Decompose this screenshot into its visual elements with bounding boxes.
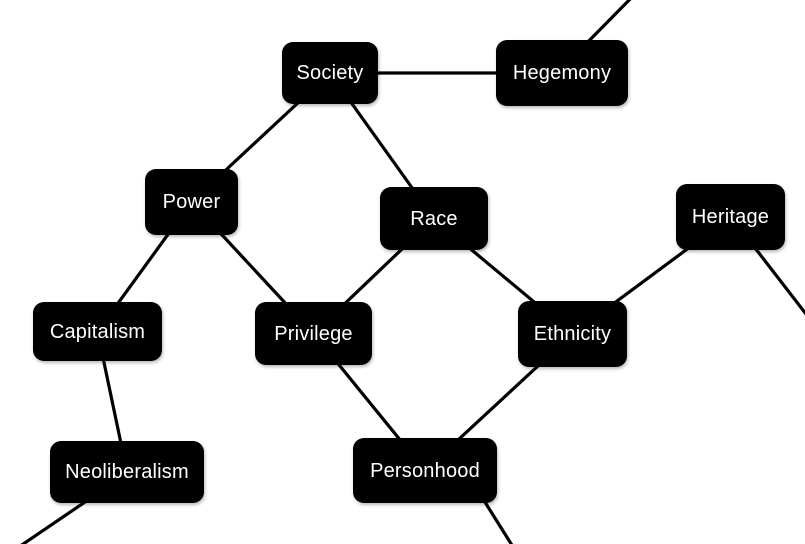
node-capitalism[interactable]: Capitalism <box>33 302 162 361</box>
node-label-capitalism: Capitalism <box>49 320 146 343</box>
node-race[interactable]: Race <box>380 187 488 250</box>
node-label-privilege: Privilege <box>274 322 353 345</box>
node-label-heritage: Heritage <box>691 206 770 228</box>
node-label-race: Race <box>410 207 458 230</box>
node-neoliberalism[interactable]: Neoliberalism <box>50 441 204 503</box>
node-label-personhood: Personhood <box>370 459 480 482</box>
node-label-hegemony: Hegemony <box>512 62 612 84</box>
node-label-society: Society <box>296 62 364 84</box>
node-personhood[interactable]: Personhood <box>353 438 497 503</box>
node-label-neoliberalism: Neoliberalism <box>65 461 189 483</box>
node-ethnicity[interactable]: Ethnicity <box>518 301 627 367</box>
node-label-ethnicity: Ethnicity <box>533 323 612 345</box>
node-power[interactable]: Power <box>145 169 238 235</box>
node-privilege[interactable]: Privilege <box>255 302 372 365</box>
node-label-power: Power <box>162 191 221 213</box>
node-heritage[interactable]: Heritage <box>676 184 785 250</box>
node-hegemony[interactable]: Hegemony <box>496 40 628 106</box>
node-society[interactable]: Society <box>282 42 378 104</box>
